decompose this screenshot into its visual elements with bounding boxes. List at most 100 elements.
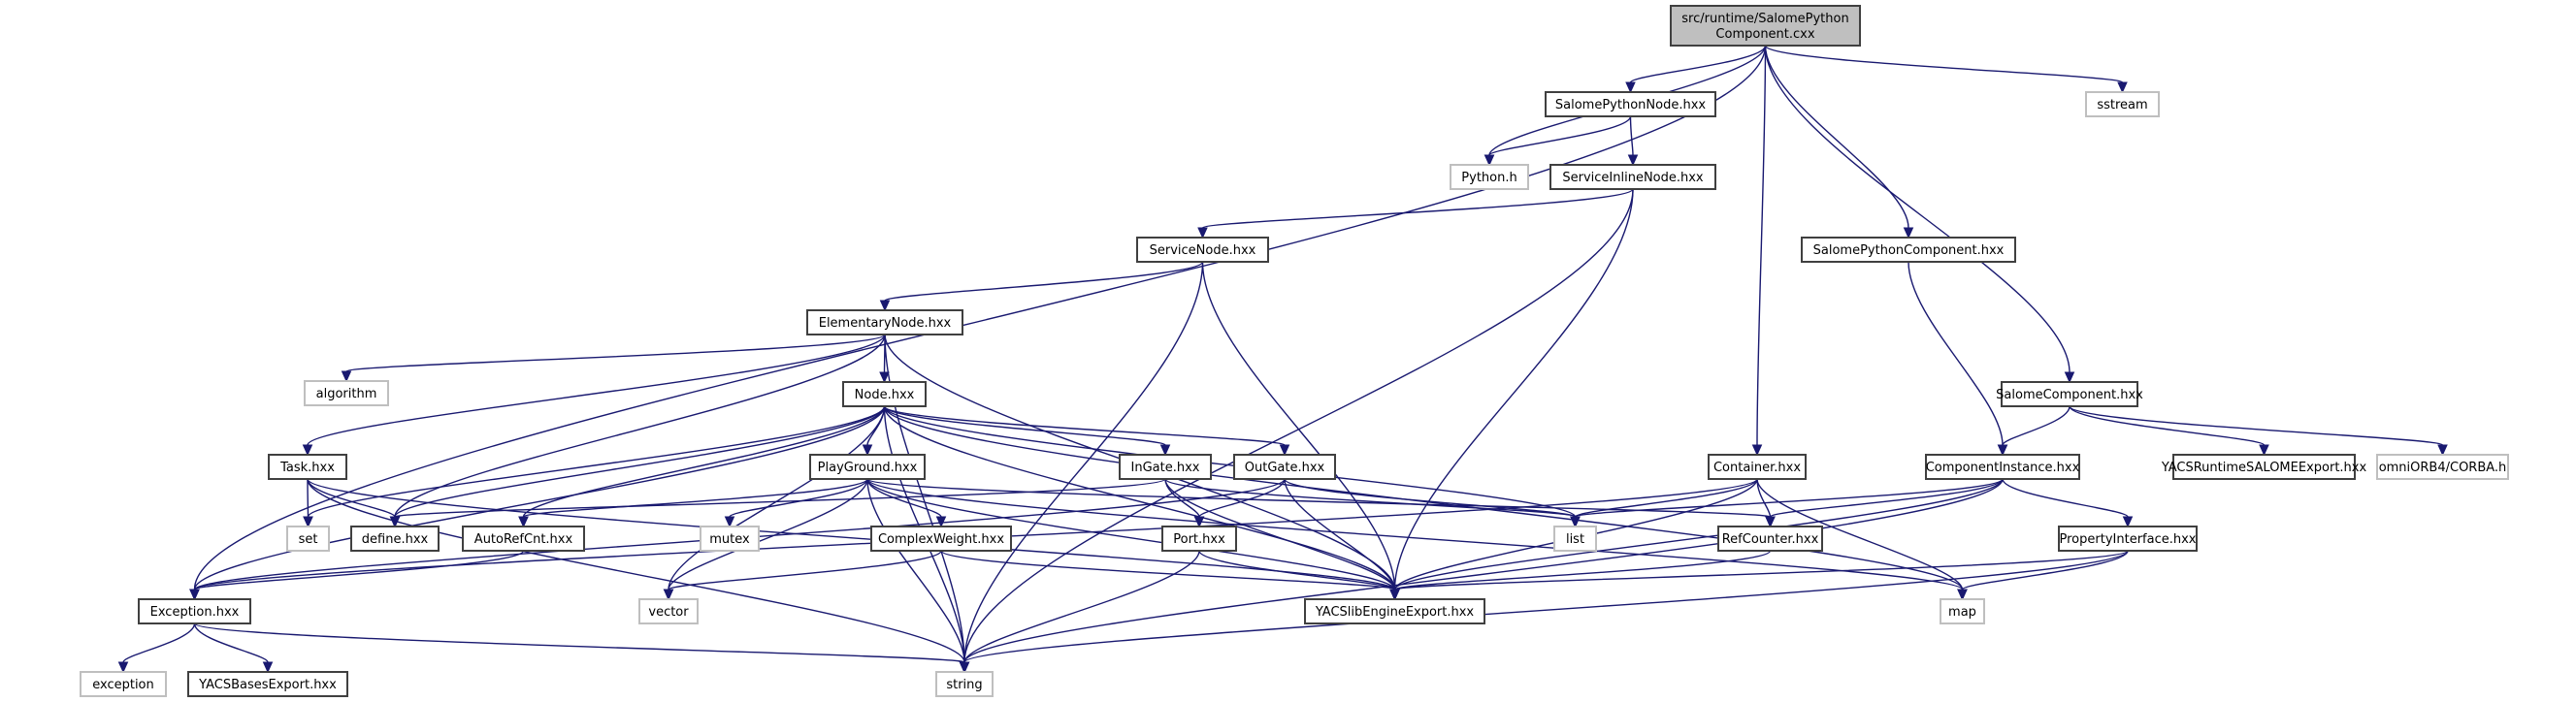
node-box bbox=[935, 671, 994, 697]
node-label: YACSRuntimeSALOMEExport.hxx bbox=[2161, 461, 2367, 475]
node-box bbox=[1801, 237, 2016, 263]
arrowhead-icon bbox=[935, 516, 947, 528]
node-label: Task.hxx bbox=[279, 461, 335, 475]
edge-property-interface-to-string bbox=[963, 550, 2129, 663]
edge-node-to-set bbox=[307, 405, 886, 518]
node-box bbox=[138, 598, 251, 624]
node-box bbox=[1304, 598, 1485, 624]
node-salome-python-node[interactable]: SalomePythonNode.hxx bbox=[1545, 91, 1716, 117]
node-label: Container.hxx bbox=[1713, 461, 1801, 475]
node-box bbox=[2085, 91, 2160, 117]
node-box bbox=[2001, 381, 2138, 407]
node-box bbox=[1161, 526, 1237, 552]
edge-service-inline-node-to-yacslib-engine-export bbox=[1393, 188, 1634, 590]
node-corba: omniORB4/CORBA.h bbox=[2376, 454, 2509, 480]
arrowhead-icon bbox=[262, 661, 274, 674]
node-label: define.hxx bbox=[362, 532, 429, 547]
node-yacsbases-export[interactable]: YACSBasesExport.hxx bbox=[187, 671, 348, 697]
edge-play-ground-to-complex-weight bbox=[866, 478, 942, 518]
node-map: map bbox=[1940, 598, 1985, 624]
node-label: SalomePythonNode.hxx bbox=[1555, 98, 1707, 112]
node-label: PropertyInterface.hxx bbox=[2060, 532, 2197, 547]
node-service-inline-node[interactable]: ServiceInlineNode.hxx bbox=[1549, 164, 1716, 190]
node-label: omniORB4/CORBA.h bbox=[2379, 461, 2507, 475]
node-yacsruntime-salomeexport[interactable]: YACSRuntimeSALOMEExport.hxx bbox=[2161, 454, 2367, 480]
node-algorithm: algorithm bbox=[304, 380, 389, 406]
edge-salome-python-component-to-component-instance bbox=[1908, 261, 2004, 446]
node-play-ground[interactable]: PlayGround.hxx bbox=[809, 454, 926, 480]
edge-play-ground-to-ref-counter bbox=[866, 478, 1772, 518]
arrowhead-icon bbox=[1193, 516, 1205, 528]
node-python: Python.h bbox=[1450, 164, 1529, 190]
node-salome-component[interactable]: SalomeComponent.hxx bbox=[1996, 381, 2143, 407]
arrowhead-icon bbox=[189, 589, 200, 601]
node-box bbox=[638, 598, 699, 624]
arrowhead-icon bbox=[1625, 81, 1636, 94]
edge-root-to-sstream bbox=[1764, 45, 2124, 83]
node-root[interactable]: src/runtime/SalomePythonComponent.cxx bbox=[1670, 5, 1861, 47]
node-define[interactable]: define.hxx bbox=[350, 526, 440, 552]
arrowhead-icon bbox=[518, 516, 529, 528]
node-label: Node.hxx bbox=[855, 388, 915, 402]
edge-node-to-map bbox=[883, 405, 1964, 590]
node-list: list bbox=[1553, 526, 1597, 552]
edge-service-node-to-elementary-node bbox=[884, 261, 1204, 302]
node-label: Component.cxx bbox=[1715, 27, 1814, 42]
node-box bbox=[1450, 164, 1529, 190]
edge-container-to-list bbox=[1574, 478, 1758, 518]
node-box bbox=[268, 454, 347, 480]
arrowhead-icon bbox=[663, 589, 674, 601]
edge-salome-component-to-corba bbox=[2069, 405, 2444, 446]
node-property-interface[interactable]: PropertyInterface.hxx bbox=[2058, 526, 2198, 552]
edge-elementary-node-to-algorithm bbox=[345, 334, 886, 372]
node-label: exception bbox=[92, 678, 154, 692]
node-ref-counter[interactable]: RefCounter.hxx bbox=[1717, 526, 1823, 552]
node-label: algorithm bbox=[316, 387, 377, 401]
node-string: string bbox=[935, 671, 994, 697]
edge-ref-counter-to-yacslib-engine-export bbox=[1393, 550, 1772, 590]
node-label: YACSlibEngineExport.hxx bbox=[1315, 605, 1475, 620]
edge-service-inline-node-to-service-node bbox=[1201, 188, 1634, 229]
node-in-gate[interactable]: InGate.hxx bbox=[1119, 454, 1212, 480]
edge-root-to-salome-python-component bbox=[1764, 45, 1909, 229]
node-out-gate[interactable]: OutGate.hxx bbox=[1233, 454, 1336, 480]
node-sstream: sstream bbox=[2085, 91, 2160, 117]
node-auto-ref-cnt[interactable]: AutoRefCnt.hxx bbox=[462, 526, 585, 552]
arrowhead-icon bbox=[1765, 516, 1776, 528]
node-task[interactable]: Task.hxx bbox=[268, 454, 347, 480]
edge-out-gate-to-port bbox=[1198, 478, 1286, 518]
edge-node-to-exception bbox=[193, 405, 886, 590]
node-exception[interactable]: Exception.hxx bbox=[138, 598, 251, 624]
edge-complex-weight-to-vector bbox=[668, 550, 942, 590]
edge-salome-component-to-yacsruntime-salomeexport bbox=[2069, 405, 2266, 446]
node-label: Port.hxx bbox=[1173, 532, 1225, 547]
node-yacslib-engine-export[interactable]: YACSlibEngineExport.hxx bbox=[1304, 598, 1485, 624]
node-port[interactable]: Port.hxx bbox=[1161, 526, 1237, 552]
arrowhead-icon bbox=[959, 661, 970, 674]
node-service-node[interactable]: ServiceNode.hxx bbox=[1136, 237, 1269, 263]
arrowhead-icon bbox=[2117, 81, 2128, 94]
edge-property-interface-to-yacslib-engine-export bbox=[1393, 550, 2129, 590]
node-mutex: mutex bbox=[700, 526, 760, 552]
node-vector: vector bbox=[638, 598, 699, 624]
node-node[interactable]: Node.hxx bbox=[842, 381, 927, 407]
edge-component-instance-to-yacslib-engine-export bbox=[1393, 478, 2004, 590]
node-box bbox=[350, 526, 440, 552]
node-elementary-node[interactable]: ElementaryNode.hxx bbox=[806, 309, 963, 335]
node-salome-python-component[interactable]: SalomePythonComponent.hxx bbox=[1801, 237, 2016, 263]
edge-root-to-salome-component bbox=[1764, 45, 2071, 373]
arrowhead-icon bbox=[879, 300, 891, 312]
edge-out-gate-to-list bbox=[1284, 478, 1577, 518]
node-component-instance[interactable]: ComponentInstance.hxx bbox=[1925, 454, 2080, 480]
edge-node-to-list bbox=[883, 405, 1577, 518]
edge-node-to-yacslib-engine-export bbox=[883, 405, 1396, 590]
node-label: sstream bbox=[2097, 98, 2147, 112]
edge-in-gate-to-list bbox=[1164, 478, 1577, 518]
edge-task-to-yacslib-engine-export bbox=[307, 478, 1396, 590]
edge-service-node-to-string bbox=[963, 261, 1204, 663]
node-container[interactable]: Container.hxx bbox=[1708, 454, 1807, 480]
node-complex-weight[interactable]: ComplexWeight.hxx bbox=[870, 526, 1012, 552]
node-box bbox=[1233, 454, 1336, 480]
edge-task-to-string bbox=[307, 478, 965, 663]
node-label: Exception.hxx bbox=[150, 605, 240, 620]
